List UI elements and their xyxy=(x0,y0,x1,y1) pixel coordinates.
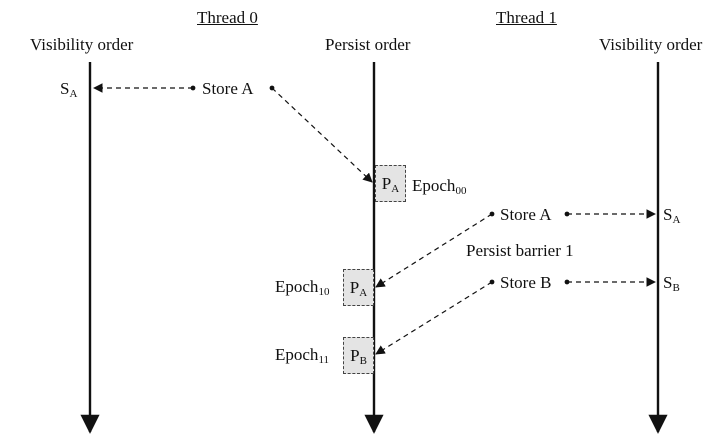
t0-visibility-sa: SA xyxy=(60,79,78,100)
persist-box-pa-00: PA xyxy=(375,165,406,202)
middle-axis-label: Persist order xyxy=(325,35,411,54)
persist-box-pa-10: PA xyxy=(343,269,374,306)
left-axis-label: Visibility order xyxy=(30,35,134,54)
arrow-t0-store-a-to-pa00 xyxy=(269,85,373,183)
epoch-10-label: Epoch10 xyxy=(275,277,330,298)
epoch-00-label: Epoch00 xyxy=(412,176,467,197)
persist-box-pa-10-label: PA xyxy=(349,278,368,299)
t1-visibility-sb: SB xyxy=(663,273,680,294)
persist-box-pa-00-label: PA xyxy=(381,174,400,195)
right-axis-label: Visibility order xyxy=(599,35,703,54)
arrow-t1-store-a-to-pa10 xyxy=(375,211,495,288)
t1-store-b: Store B xyxy=(500,273,552,292)
t1-visibility-sa: SA xyxy=(663,205,681,226)
t0-store-a: Store A xyxy=(202,79,254,98)
persist-barrier-label: Persist barrier 1 xyxy=(466,241,574,260)
epoch-11-label: Epoch11 xyxy=(275,345,330,366)
thread0-header: Thread 0 xyxy=(197,8,258,27)
persist-box-pb-11: PB xyxy=(343,337,374,374)
t1-store-a: Store A xyxy=(500,205,552,224)
arrow-t1-store-b-to-pb11 xyxy=(375,279,495,355)
thread1-header: Thread 1 xyxy=(496,8,557,27)
persist-box-pb-11-label: PB xyxy=(350,346,367,367)
